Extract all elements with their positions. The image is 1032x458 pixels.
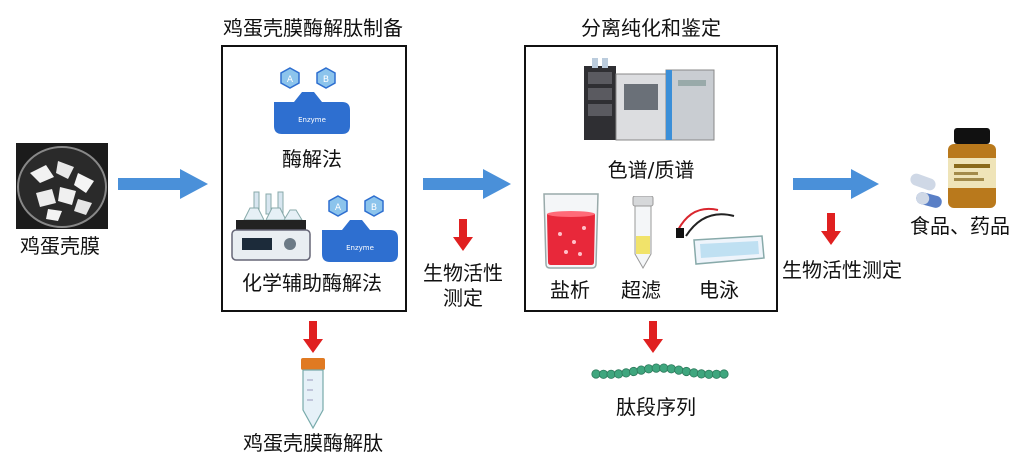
peptide-bead (614, 369, 624, 379)
substrate-b-text: B (323, 75, 329, 85)
eggshell-membrane-photo (16, 143, 108, 229)
electrophoresis-label: 电泳 (699, 278, 739, 302)
peptide-bead (689, 368, 699, 378)
bioactivity-assay-label-line2: 测定 (443, 286, 483, 310)
peptide-bead (628, 366, 639, 377)
flow-arrow-3 (793, 169, 879, 199)
salting-out-label: 盐析 (550, 278, 590, 302)
food-medicine-label: 食品、药品 (910, 214, 1010, 238)
red-arrow-down-1 (303, 321, 323, 353)
peptide-bead (659, 363, 669, 373)
ultrafiltration-label: 超滤 (621, 278, 661, 302)
peptide-bead (651, 363, 661, 373)
method-chemical-enzymatic-label: 化学辅助酶解法 (242, 271, 382, 295)
enzyme-text-1: Enzyme (298, 116, 326, 124)
peptide-bead (681, 366, 692, 377)
peptide-bead (666, 364, 676, 374)
prep-title: 鸡蛋壳膜酶解肽制备 (223, 16, 403, 40)
eggshell-membrane-label: 鸡蛋壳膜 (20, 234, 100, 258)
purify-title: 分离纯化和鉴定 (581, 16, 721, 40)
centrifuge-tube-icon (301, 358, 325, 430)
enzyme-text-2: Enzyme (346, 244, 374, 252)
flow-arrow-1 (118, 169, 208, 199)
peptide-bead (644, 364, 654, 374)
peptide-bead (719, 369, 729, 379)
enzyme-graphic-2: A B Enzyme (322, 195, 398, 262)
enzyme-graphic-1: A B Enzyme (274, 67, 350, 134)
method-enzymatic-label: 酶解法 (282, 147, 342, 171)
shaker-incubator-image (231, 191, 311, 261)
capsules-icon (910, 173, 942, 208)
peptide-bead (704, 369, 714, 379)
bioactivity-assay-label-2: 生物活性测定 (782, 258, 902, 282)
substrate-a-text: A (287, 75, 294, 85)
beaker-image (543, 193, 599, 269)
red-arrow-down-3 (643, 321, 663, 353)
peptide-chain-icon (591, 363, 729, 379)
flow-arrow-2 (423, 169, 511, 199)
substrate-a-text: A (335, 203, 342, 213)
peptide-bead (621, 368, 631, 378)
red-arrow-down-4 (821, 213, 841, 245)
peptide-bead (636, 365, 646, 375)
electrophoresis-image (676, 208, 765, 265)
chromatography-ms-label: 色谱/质谱 (607, 158, 695, 182)
red-arrow-down-2 (453, 219, 473, 251)
peptide-sequence-label: 肽段序列 (616, 395, 696, 419)
purify-box (524, 45, 778, 312)
lcms-instrument-image (584, 58, 715, 141)
substrate-b-text: B (371, 203, 377, 213)
prep-box (221, 45, 407, 312)
peptide-bead (598, 369, 609, 379)
peptide-bead (674, 365, 684, 375)
supplement-bottle-icon (948, 128, 996, 208)
peptide-label: 鸡蛋壳膜酶解肽 (243, 431, 383, 455)
ultrafiltration-tube-image (632, 196, 654, 270)
bioactivity-assay-label-line1: 生物活性 (423, 261, 503, 285)
